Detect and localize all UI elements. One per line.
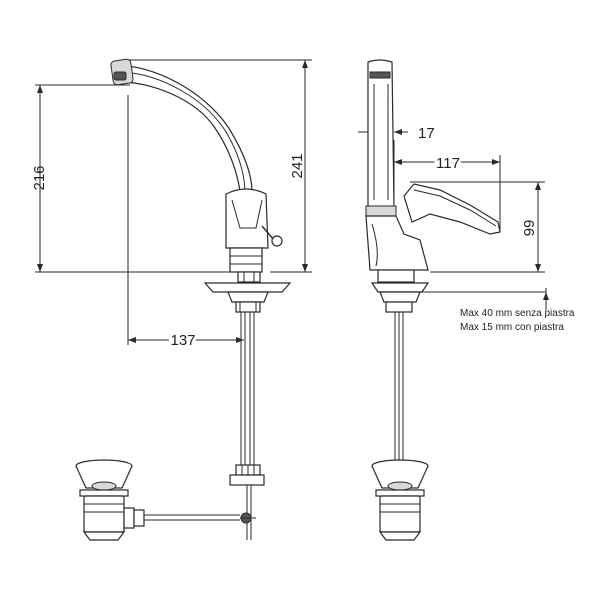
side-mounting-note: Max 40 mm senza piastra Max 15 mm con pi…	[410, 288, 575, 333]
side-base-plate	[370, 282, 430, 313]
front-body	[225, 188, 283, 283]
dimension-117: 117	[393, 140, 501, 270]
side-rods	[394, 312, 404, 460]
side-spout	[365, 59, 397, 217]
front-rods	[229, 312, 265, 540]
note-line-2: Max 15 mm con piastra	[460, 322, 564, 333]
dim-label-17: 17	[418, 125, 435, 142]
dim-label-99: 99	[521, 220, 538, 237]
front-drain	[75, 459, 256, 541]
dim-label-241: 241	[289, 153, 306, 178]
dimension-137: 137	[127, 95, 244, 352]
front-view: 216 241 137	[31, 58, 312, 541]
front-spout	[110, 58, 253, 193]
note-line-1: Max 40 mm senza piastra	[460, 308, 575, 319]
dim-label-117: 117	[436, 155, 460, 172]
front-base-plate	[203, 282, 292, 313]
dim-label-216: 216	[31, 165, 48, 190]
side-drain	[371, 459, 429, 541]
dim-label-137: 137	[170, 332, 195, 349]
side-view: 17 117 99	[358, 59, 575, 541]
side-body	[365, 183, 501, 283]
dimension-99: 99	[410, 181, 545, 273]
dimension-216: 216	[31, 84, 240, 273]
dimension-241: 241	[120, 59, 312, 273]
